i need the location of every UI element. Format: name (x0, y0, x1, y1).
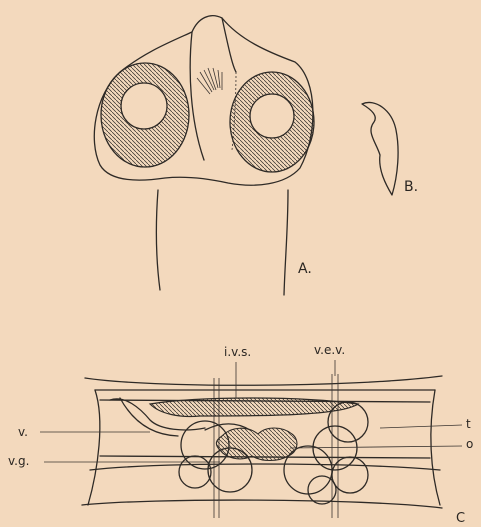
panel-c-proglottid (40, 360, 462, 518)
hook-outline (362, 102, 398, 195)
uterus-mass (150, 398, 358, 417)
segment-left-edge (88, 390, 100, 505)
rostellum-outline (190, 32, 204, 160)
label-panel-c: C (456, 512, 465, 525)
neck-left (156, 190, 160, 290)
label-ivs: i.v.s. (224, 346, 251, 358)
leader-t (380, 425, 462, 428)
segment-top-border (85, 376, 442, 385)
label-panel-a: A. (298, 262, 312, 276)
neck-right (284, 190, 288, 295)
label-o: o (466, 438, 473, 450)
segment-bottom-border (82, 500, 442, 508)
right-sucker (230, 72, 314, 172)
label-vg: v.g. (8, 455, 29, 467)
segment-lower-border (90, 464, 440, 470)
rostellar-hooks (197, 68, 222, 94)
label-v: v. (18, 426, 28, 438)
panel-b-hook (362, 102, 398, 195)
panel-a-scolex (94, 16, 314, 295)
label-panel-b: B. (404, 180, 418, 194)
left-sucker (101, 63, 189, 167)
segment-right-edge (431, 390, 440, 505)
label-t: t (466, 418, 471, 430)
label-vev: v.e.v. (314, 344, 345, 356)
